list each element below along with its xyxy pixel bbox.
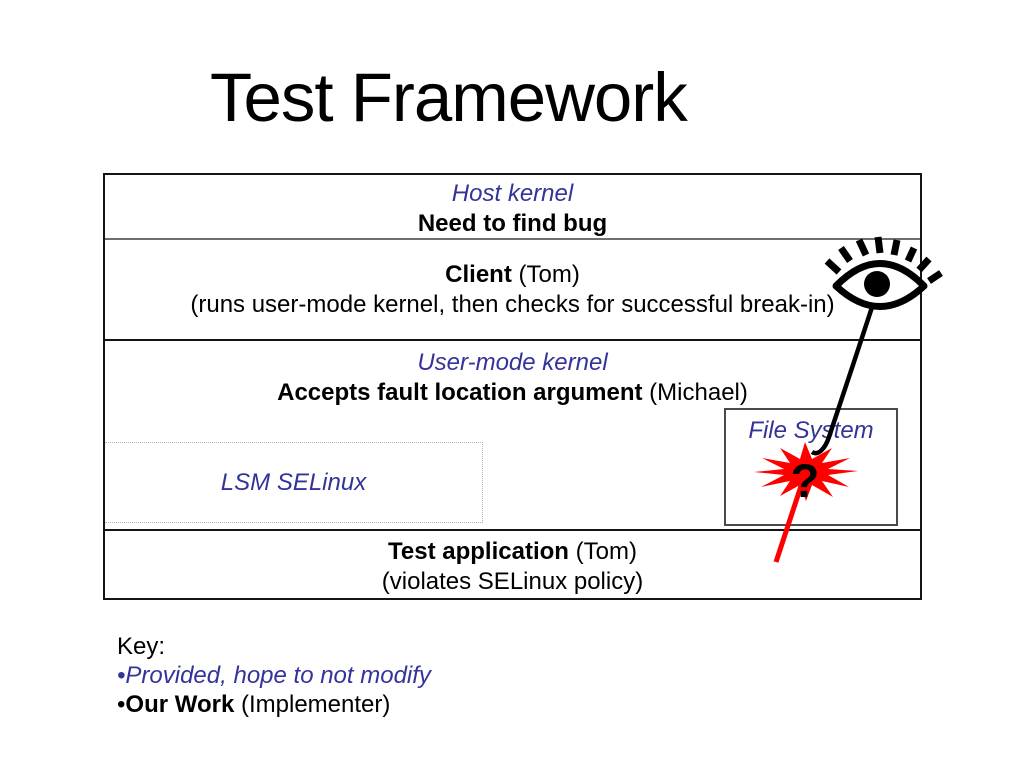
client-owner: (Tom) [511, 261, 580, 288]
usermode-owner: (Michael) [642, 379, 748, 406]
legend-our-work-text: Our Work [125, 691, 235, 718]
usermode-note-line: Accepts fault location argument (Michael… [105, 378, 920, 408]
divider-usermode-testapp [105, 529, 920, 531]
client-label-line: Client (Tom) [105, 260, 920, 290]
layer-test-application: Test application (Tom) (violates SELinux… [105, 537, 920, 597]
legend-bullet-2: • [117, 691, 126, 718]
legend-heading: Key: [117, 633, 166, 660]
layer-host-kernel: Host kernel Need to find bug [105, 179, 920, 239]
framework-diagram: Host kernel Need to find bug Client (Tom… [103, 173, 922, 600]
lsm-selinux-label: LSM SELinux [220, 468, 367, 496]
layer-usermode-kernel: User-mode kernel Accepts fault location … [105, 348, 920, 408]
usermode-note: Accepts fault location argument [277, 379, 643, 406]
legend-item-our-work: •Our Work (Implementer) [117, 690, 431, 719]
file-system-label: File System [748, 417, 874, 444]
layer-client: Client (Tom) (runs user-mode kernel, the… [105, 260, 920, 320]
file-system-box: File System [724, 408, 898, 526]
host-kernel-note: Need to find bug [417, 210, 608, 237]
testapp-owner: (Tom) [568, 538, 637, 565]
client-note: (runs user-mode kernel, then checks for … [190, 291, 835, 318]
lsm-selinux-box: LSM SELinux [105, 442, 483, 523]
legend-our-work-suffix: (Implementer) [234, 691, 391, 718]
legend-provided-text: Provided, hope to not modify [125, 662, 431, 689]
divider-host-client [105, 238, 920, 240]
client-label: Client [445, 261, 512, 288]
legend-bullet-1: • [117, 662, 126, 689]
testapp-label: Test application [388, 538, 569, 565]
legend-item-provided: •Provided, hope to not modify [117, 661, 431, 690]
testapp-note: (violates SELinux policy) [381, 568, 644, 595]
testapp-label-line: Test application (Tom) [105, 537, 920, 567]
divider-client-usermode [105, 339, 920, 341]
usermode-kernel-label: User-mode kernel [417, 349, 608, 376]
legend: Key: •Provided, hope to not modify •Our … [117, 632, 431, 719]
page-title: Test Framework [210, 59, 688, 136]
host-kernel-label: Host kernel [451, 180, 574, 207]
